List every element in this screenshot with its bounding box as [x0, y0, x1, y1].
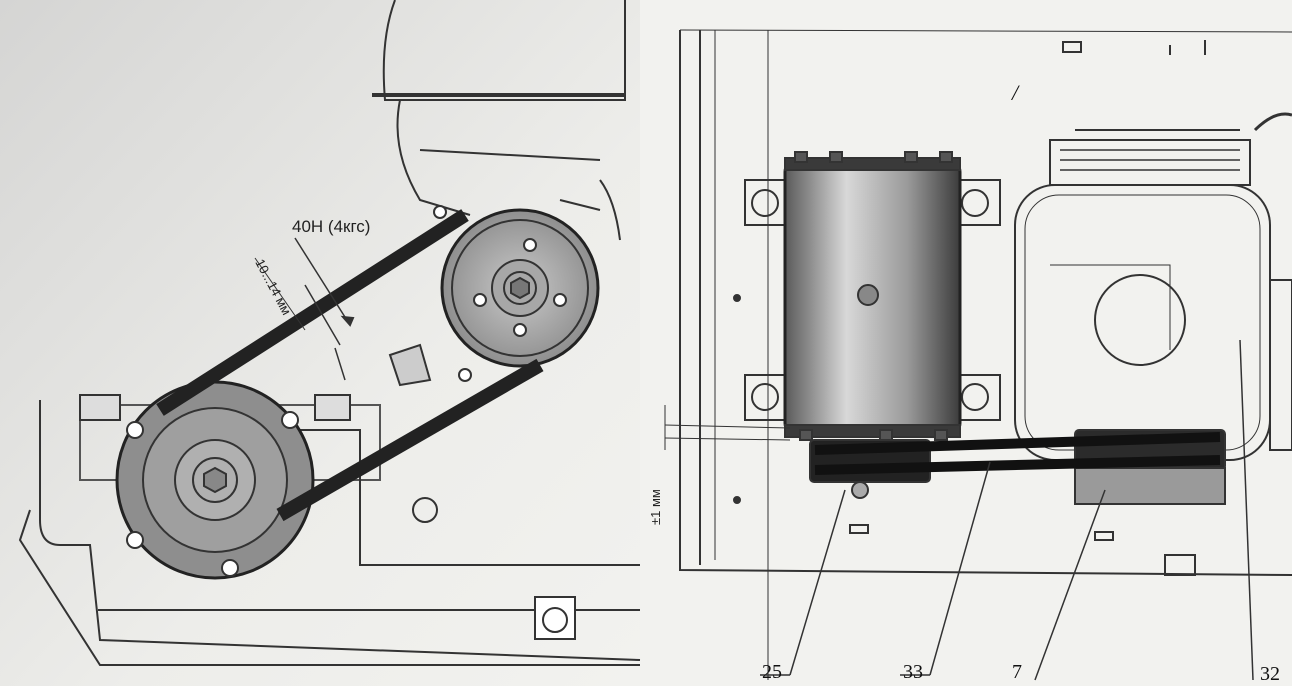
right-view-belt-drive: [664, 29, 1292, 681]
force-label: 40Н (4кгс): [292, 217, 370, 236]
callout-33: 33: [903, 661, 923, 683]
callout-7: 7: [1012, 661, 1022, 683]
alignment-label: ±1 мм: [648, 489, 663, 525]
callout-32: 32: [1260, 663, 1280, 685]
handwritten-mark: /: [1010, 80, 1020, 105]
left-view-belt-drive: [18, 0, 641, 666]
callout-25: 25: [762, 661, 782, 683]
